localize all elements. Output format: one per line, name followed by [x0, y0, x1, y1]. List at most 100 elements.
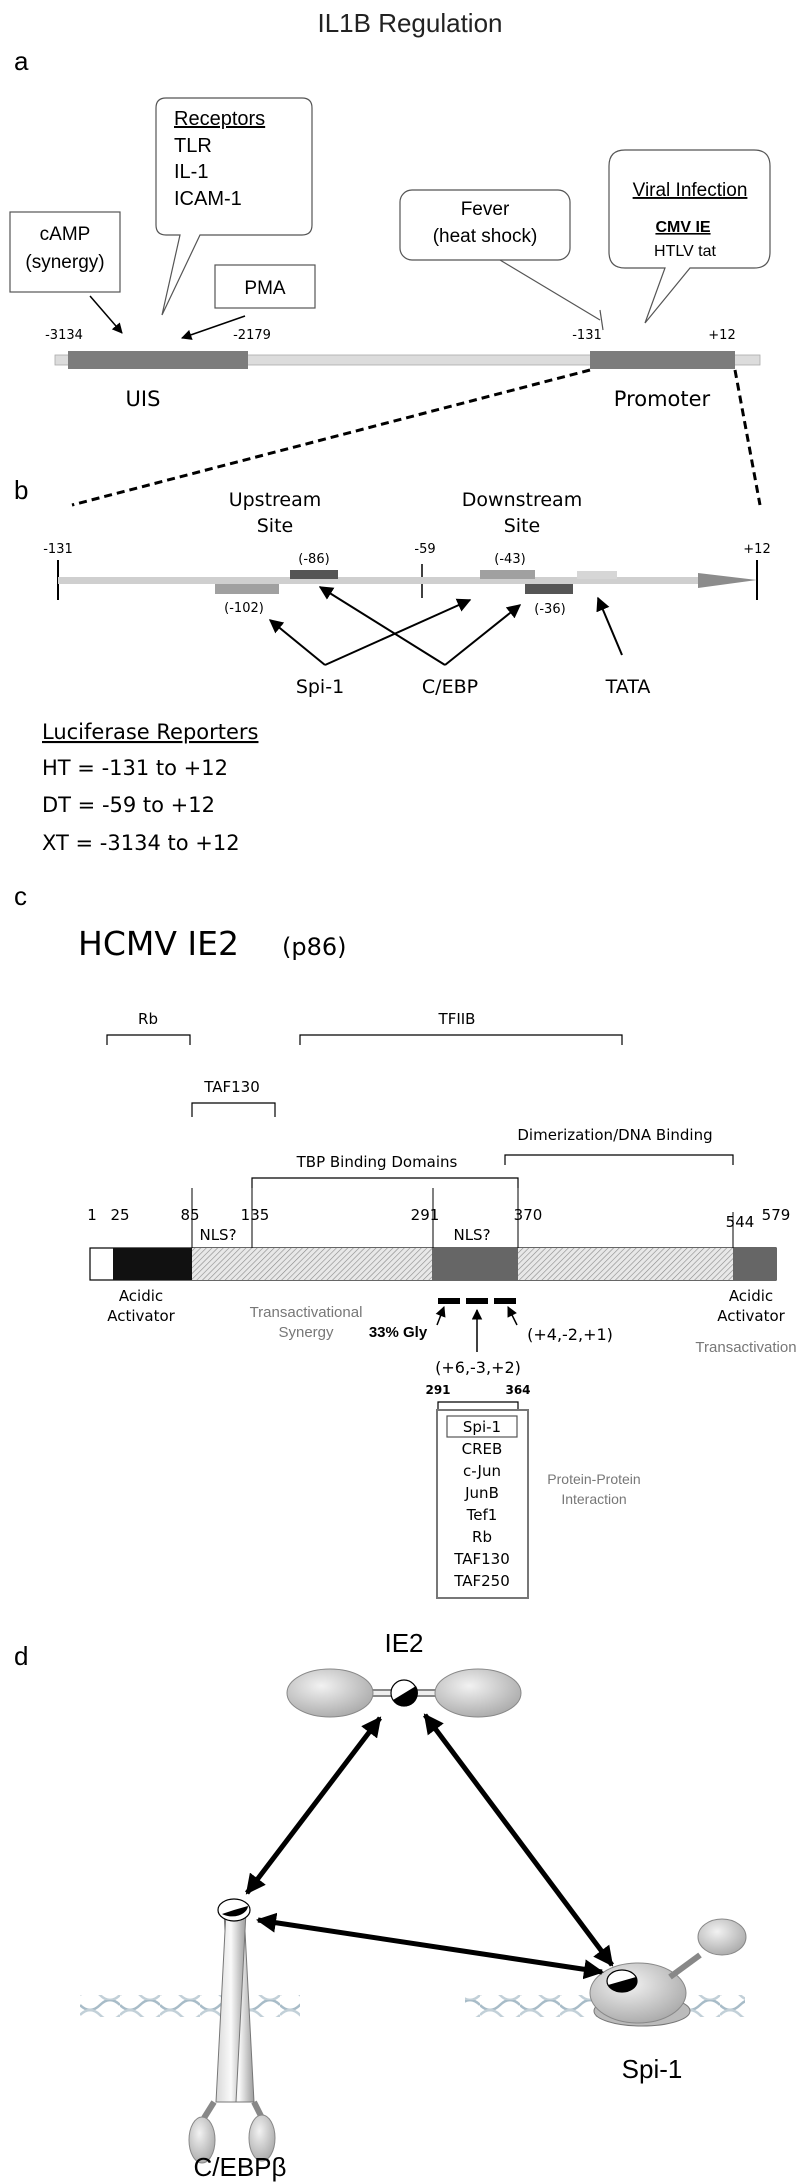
panel-d: d IE2 C/EBPβ — [14, 1628, 747, 2182]
panel-label-c: c — [14, 881, 27, 911]
factor-label-cebp: C/EBP — [422, 676, 478, 698]
element-label: (-36) — [534, 602, 565, 617]
fever-callout: Fever (heat shock) — [399, 189, 604, 331]
interactor-item: Rb — [472, 1528, 492, 1546]
camp-sublabel: (synergy) — [25, 252, 104, 273]
interactor-box — [436, 1409, 529, 1599]
position-label: 1 — [87, 1206, 97, 1224]
position-label: -131 — [572, 328, 602, 343]
bracket-label-tfiib: TFIIB — [438, 1010, 476, 1028]
protein-label-spi1: Spi-1 — [622, 2054, 683, 2084]
interactor-item: CREB — [462, 1440, 503, 1458]
position-label: 135 — [241, 1206, 270, 1224]
acidic-activator-1: Activator — [107, 1307, 175, 1325]
transactivation-label: Transactivation — [695, 1339, 796, 1356]
panel-c: c HCMV IE2 (p86) Rb TFIIB TAF130 TBP Bin… — [14, 881, 797, 1599]
bracket-label-rb: Rb — [138, 1010, 158, 1028]
reporter-item: HT = -131 to +12 — [42, 756, 228, 780]
camp-callout: cAMP (synergy) — [9, 211, 123, 334]
acidic-domain-2 — [733, 1248, 776, 1280]
range-end: 364 — [505, 1383, 530, 1397]
interaction-arrow-ie2-spi1 — [422, 1713, 615, 1967]
viral-item-htlv: HTLV tat — [654, 243, 717, 260]
ie2-protein — [286, 1668, 522, 1718]
synergy-domain — [192, 1248, 432, 1280]
downstream-site-label: Site — [504, 515, 540, 537]
reporters-title: Luciferase Reporters — [42, 720, 258, 744]
viral-title: Viral Infection — [633, 180, 748, 201]
position-label: 291 — [411, 1206, 440, 1224]
acidic-activator-2: Acidic — [729, 1287, 773, 1305]
spi1-protein — [589, 1918, 747, 2027]
promoter-region — [590, 351, 735, 369]
position-label: 25 — [110, 1206, 129, 1224]
tata-box — [577, 571, 617, 579]
upstream-site-label: Upstream — [229, 489, 322, 511]
ie2-protein-bar — [89, 1247, 777, 1281]
zoom-line-left — [71, 368, 591, 507]
element-86 — [290, 570, 338, 579]
position-label: 544 — [726, 1213, 755, 1231]
transact-synergy-label: Synergy — [278, 1324, 334, 1341]
downstream-site-label: Downstream — [462, 489, 582, 511]
protein-label-ie2: IE2 — [384, 1628, 423, 1658]
phase-label: (+4,-2,+1) — [527, 1325, 613, 1344]
panel-label-b: b — [14, 475, 28, 505]
position-label: +12 — [708, 328, 735, 343]
interaction-label: Interaction — [561, 1491, 626, 1507]
phase-label: (+6,-3,+2) — [435, 1358, 521, 1377]
cebpb-protein — [188, 1898, 276, 2164]
nls-label: NLS? — [453, 1226, 490, 1244]
panel-b: b Upstream Site Downstream Site -131 -59… — [14, 475, 771, 855]
position-label: 370 — [514, 1206, 543, 1224]
position-label: 85 — [180, 1206, 199, 1224]
transact-synergy-label: Transactivational — [250, 1304, 363, 1321]
interactor-item: Spi-1 — [463, 1418, 501, 1436]
bracket-label-tbp: TBP Binding Domains — [296, 1153, 458, 1171]
gly-label: 33% Gly — [369, 1324, 428, 1341]
interactor-item: JunB — [464, 1484, 499, 1502]
bracket-label-dimer: Dimerization/DNA Binding — [517, 1126, 712, 1144]
receptor-item: TLR — [174, 135, 212, 157]
figure-title: IL1B Regulation — [317, 8, 502, 38]
reporter-item: DT = -59 to +12 — [42, 793, 215, 817]
pma-callout: PMA — [181, 264, 316, 340]
reporter-item: XT = -3134 to +12 — [42, 831, 240, 855]
element-label: (-86) — [298, 552, 329, 567]
factor-label-tata: TATA — [605, 676, 651, 698]
pma-label: PMA — [244, 278, 286, 299]
region-label-uis: UIS — [126, 387, 161, 411]
acidic-activator-2: Activator — [717, 1307, 785, 1325]
interactor-item: Tef1 — [466, 1506, 498, 1524]
position-label: -2179 — [233, 328, 271, 343]
factor-label-spi1: Spi-1 — [296, 676, 344, 698]
viral-callout: Viral Infection CMV IE HTLV tat — [608, 149, 771, 324]
gene-bar — [54, 351, 761, 369]
position-label: -3134 — [45, 328, 83, 343]
dna-strand-left — [80, 1995, 300, 2017]
acidic-activator-1: Acidic — [119, 1287, 163, 1305]
nls-domain — [432, 1248, 518, 1280]
interaction-arrow-cebpb-spi1 — [256, 1912, 604, 1980]
fever-sublabel: (heat shock) — [433, 226, 538, 247]
element-label: (-43) — [494, 552, 525, 567]
fever-label: Fever — [461, 199, 510, 220]
position-label: -131 — [43, 542, 73, 557]
panel-label-d: d — [14, 1641, 28, 1671]
acidic-domain-1 — [113, 1248, 192, 1280]
receptors-title: Receptors — [174, 108, 265, 130]
region-label-promoter: Promoter — [614, 387, 711, 411]
tss-arrow — [698, 573, 757, 588]
interaction-label: Protein-Protein — [547, 1471, 640, 1487]
panel-label-a: a — [14, 46, 29, 76]
element-36 — [525, 584, 573, 594]
upstream-site-label: Site — [257, 515, 293, 537]
interactor-item: TAF130 — [453, 1550, 510, 1568]
interactor-item: TAF250 — [453, 1572, 510, 1590]
element-102 — [215, 584, 279, 594]
position-label: 579 — [762, 1206, 791, 1224]
range-start: 291 — [425, 1383, 450, 1397]
receptors-callout: Receptors TLR IL-1 ICAM-1 — [155, 97, 313, 316]
panel-a: a Receptors TLR IL-1 ICAM-1 cAMP (synerg… — [9, 46, 771, 507]
element-label: (-102) — [224, 601, 264, 616]
